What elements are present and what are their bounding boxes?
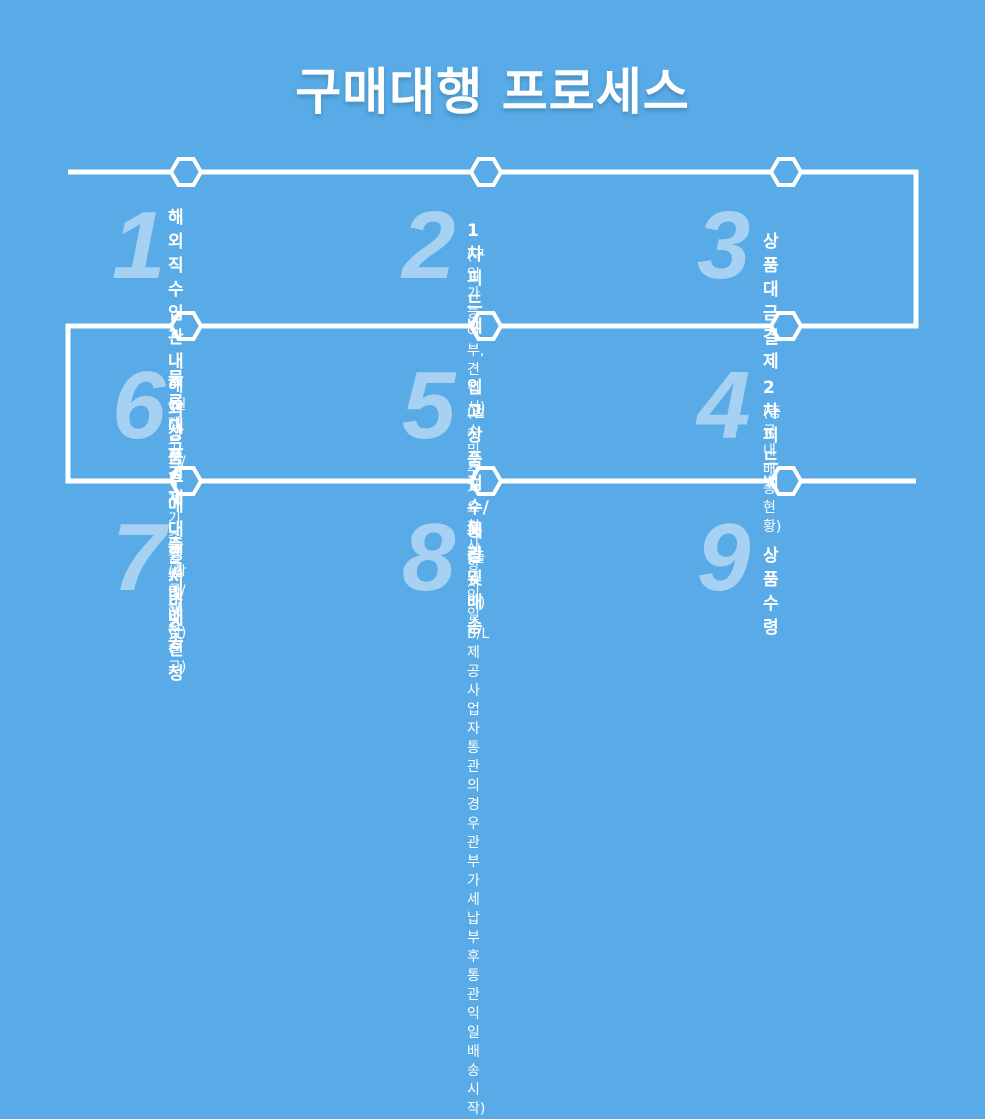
- step-6-number: 6: [112, 352, 166, 459]
- hex-node-1-1: [168, 157, 204, 187]
- step-7-label: 출고 및 배송: [168, 536, 184, 652]
- hex-node-3-2: [468, 466, 504, 496]
- step-4-sub: (중국 내 배송현황): [763, 405, 782, 535]
- hex-node-1-3: [768, 157, 804, 187]
- step-8-number: 8: [402, 504, 456, 611]
- step-4-number: 4: [697, 352, 751, 459]
- step-8-sub: (출고익일 B/L제공 사업자통관의 경우 관부가세 납부 후 통관 익일배송 …: [467, 550, 490, 1117]
- step-5-label: 입고상품검수/패킹: [467, 378, 489, 566]
- hex-node-1-2: [468, 157, 504, 187]
- step-9-label: 상품수령: [763, 546, 779, 638]
- step-6-label: 물류대금 결제: [168, 369, 184, 509]
- step-2-sub: (구입가능여부, 견적서): [467, 248, 486, 416]
- step-3-label: 상품대금 결제: [763, 232, 779, 372]
- step-2-number: 2: [402, 192, 456, 299]
- process-flow-line: [65, 157, 919, 496]
- hex-node-2-1: [168, 311, 204, 341]
- hex-node-3-1: [168, 466, 204, 496]
- step-7-number: 7: [112, 504, 166, 611]
- step-6-sub: (실제부피/무게기준 물류비 산정): [168, 397, 187, 641]
- step-3-number: 3: [697, 192, 751, 299]
- step-9-number: 9: [697, 504, 751, 611]
- step-2-label: 1차 피드백: [467, 221, 483, 337]
- step-1-label: 해외직수입관 내 해외상품구매대행 서비스 신청: [168, 208, 184, 684]
- hex-node-2-2: [468, 311, 504, 341]
- step-8-label: 통관 및 배송: [467, 521, 483, 637]
- page-title: 구매대행 프로세스: [295, 63, 690, 121]
- step-7-sub: (항공/해운 출고): [168, 564, 187, 675]
- step-4-label: 2차 피드백: [763, 378, 779, 494]
- step-5-sub: (검수 및 추가 요청사항 처리): [467, 405, 486, 611]
- step-5-number: 5: [402, 352, 456, 459]
- hex-node-3-3: [768, 466, 804, 496]
- hex-node-2-3: [768, 311, 804, 341]
- step-1-number: 1: [112, 192, 166, 299]
